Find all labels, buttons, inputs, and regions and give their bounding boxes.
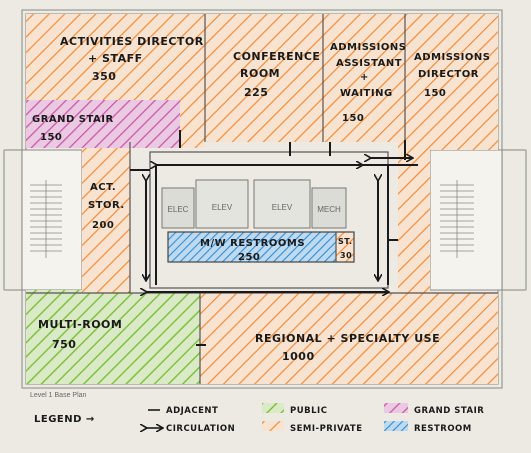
adm-assistant-title-2: ASSISTANT [336, 58, 402, 69]
adm-assistant-area: 150 [342, 113, 364, 124]
zone-admissions-assistant [323, 14, 405, 142]
legend-grand-stair: GRAND STAIR [414, 406, 484, 416]
grand-stair-swatch [384, 403, 408, 413]
zone-right-side [398, 142, 498, 293]
st-title: ST. [338, 237, 353, 246]
multi-room-title: MULTI-ROOM [38, 318, 122, 331]
public-swatch [262, 403, 284, 413]
zone-act-storage [82, 148, 130, 293]
restrooms-area: 250 [238, 252, 260, 263]
room-zones [26, 14, 498, 384]
zone-regional-specialty [200, 293, 498, 384]
elev-label-1: ELEV [212, 203, 233, 212]
legend-semi-private: SEMI-PRIVATE [290, 424, 363, 434]
zone-storage-small [336, 232, 354, 262]
legend-restroom: RESTROOM [414, 424, 472, 434]
activities-title-2: + STAFF [88, 52, 143, 65]
grand-stair-area: 150 [40, 132, 62, 143]
adm-director-title-2: DIRECTOR [418, 69, 479, 80]
room-labels: ACTIVITIES DIRECTOR + STAFF 350 CONFEREN… [32, 35, 490, 363]
zone-grand-stair [26, 100, 180, 148]
adm-director-title-1: ADMISSIONS [414, 52, 490, 63]
semi-private-swatch [262, 421, 284, 431]
adm-assistant-title-1: ADMISSIONS [330, 42, 406, 53]
act-stor-title-2: STOR. [88, 200, 125, 211]
zone-conference-room [205, 14, 323, 142]
zone-restrooms [168, 232, 336, 262]
legend-circulation: CIRCULATION [166, 424, 235, 434]
legend: LEGEND → ADJACENT CIRCULATION PUBLIC SEM… [34, 403, 484, 434]
restrooms-title: M/W RESTROOMS [200, 238, 305, 249]
regional-area: 1000 [282, 350, 315, 363]
stair-left [21, 149, 83, 291]
adm-assistant-plus: + [360, 72, 369, 83]
elev-label-2: ELEV [272, 203, 293, 212]
elec-label: ELEC [168, 205, 189, 214]
restroom-swatch [384, 421, 408, 431]
activities-title-1: ACTIVITIES DIRECTOR [60, 35, 204, 48]
grand-stair-title: GRAND STAIR [32, 114, 114, 125]
conference-title-1: CONFERENCE [233, 50, 320, 63]
multi-room-area: 750 [52, 338, 76, 351]
legend-adjacent: ADJACENT [166, 406, 218, 416]
circulation-arrows [130, 130, 418, 346]
building-core: ELEC ELEV ELEV MECH [161, 179, 347, 229]
legend-heading: LEGEND → [34, 414, 95, 425]
act-stor-area: 200 [92, 220, 114, 231]
zone-multi-room [26, 290, 200, 384]
act-stor-title-1: ACT. [90, 182, 116, 193]
zone-activities-director [26, 14, 205, 148]
zone-admissions-director [405, 14, 498, 142]
stair-right [429, 149, 503, 291]
legend-public: PUBLIC [290, 406, 327, 416]
activities-area: 350 [92, 70, 116, 83]
regional-title: REGIONAL + SPECIALTY USE [255, 332, 440, 345]
adm-assistant-title-3: WAITING [340, 88, 393, 99]
st-area: 30 [340, 251, 352, 260]
conference-title-2: ROOM [240, 67, 280, 80]
adm-director-area: 150 [424, 88, 446, 99]
conference-area: 225 [244, 86, 268, 99]
plan-title: Level 1 Base Plan [30, 392, 87, 399]
mech-label: MECH [317, 205, 341, 214]
